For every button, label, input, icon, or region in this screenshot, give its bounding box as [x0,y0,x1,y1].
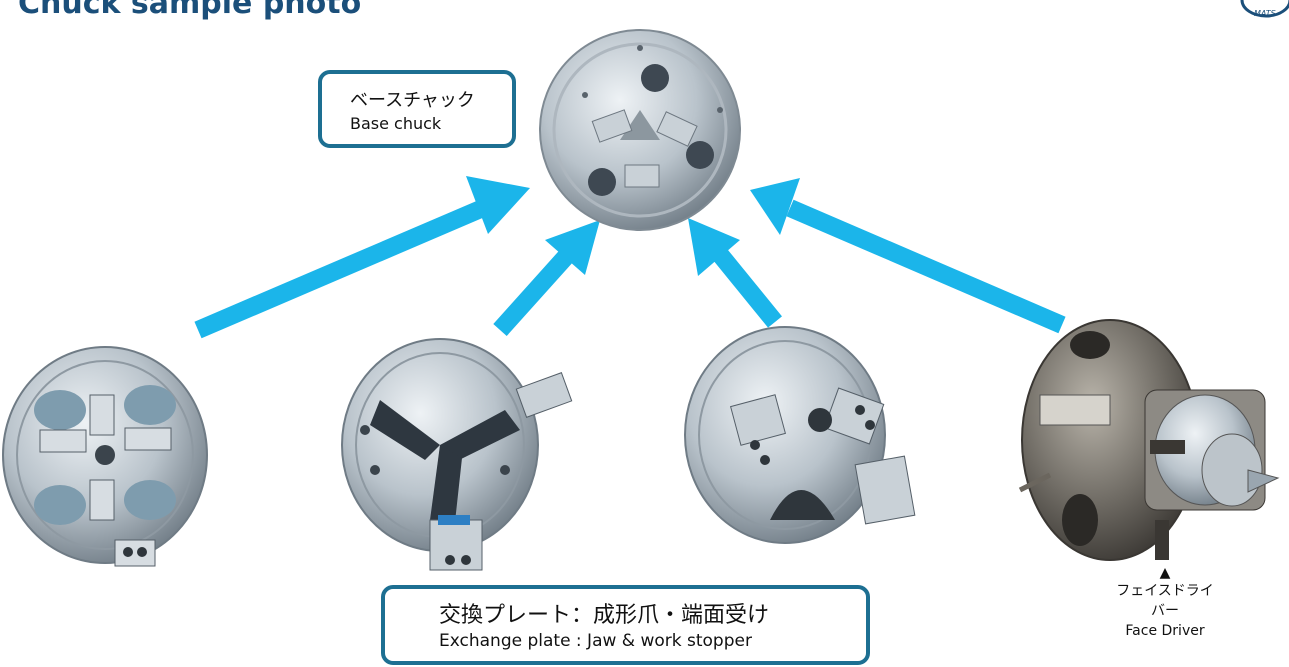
base-chuck-label-jp: ベースチャック [350,90,475,111]
page-title: Chuck sample photo [18,0,362,21]
exchange-plate-label-jp: 交換プレート：成形爪・端面受け [439,603,770,628]
arrow-right-outer [750,178,1066,334]
arrow-right-inner [688,218,782,328]
up-triangle-icon: ▲ [1159,565,1171,581]
face-driver-caption: ▲ フェイスドライバー Face Driver [1110,565,1220,641]
base-chuck-label-box: ベースチャック Base chuck [318,70,516,148]
face-driver-photo [1018,319,1280,561]
base-chuck-photo [539,29,741,231]
chuck-photo-1 [2,346,208,567]
face-driver-label-en: Face Driver [1125,623,1205,639]
logo-text: MATS [1254,9,1276,18]
exchange-plate-label-en: Exchange plate : Jaw & work stopper [439,631,752,651]
face-driver-label-jp: フェイスドライバー [1116,583,1214,619]
chuck-photo-2 [341,338,573,571]
chuck-photo-3 [684,326,916,544]
arrow-left-inner [493,220,600,337]
company-logo: MATS [1240,0,1289,18]
exchange-plate-label-box: 交換プレート：成形爪・端面受け Exchange plate : Jaw & w… [381,585,870,665]
base-chuck-label-en: Base chuck [350,114,442,133]
arrow-left-outer [194,176,530,339]
